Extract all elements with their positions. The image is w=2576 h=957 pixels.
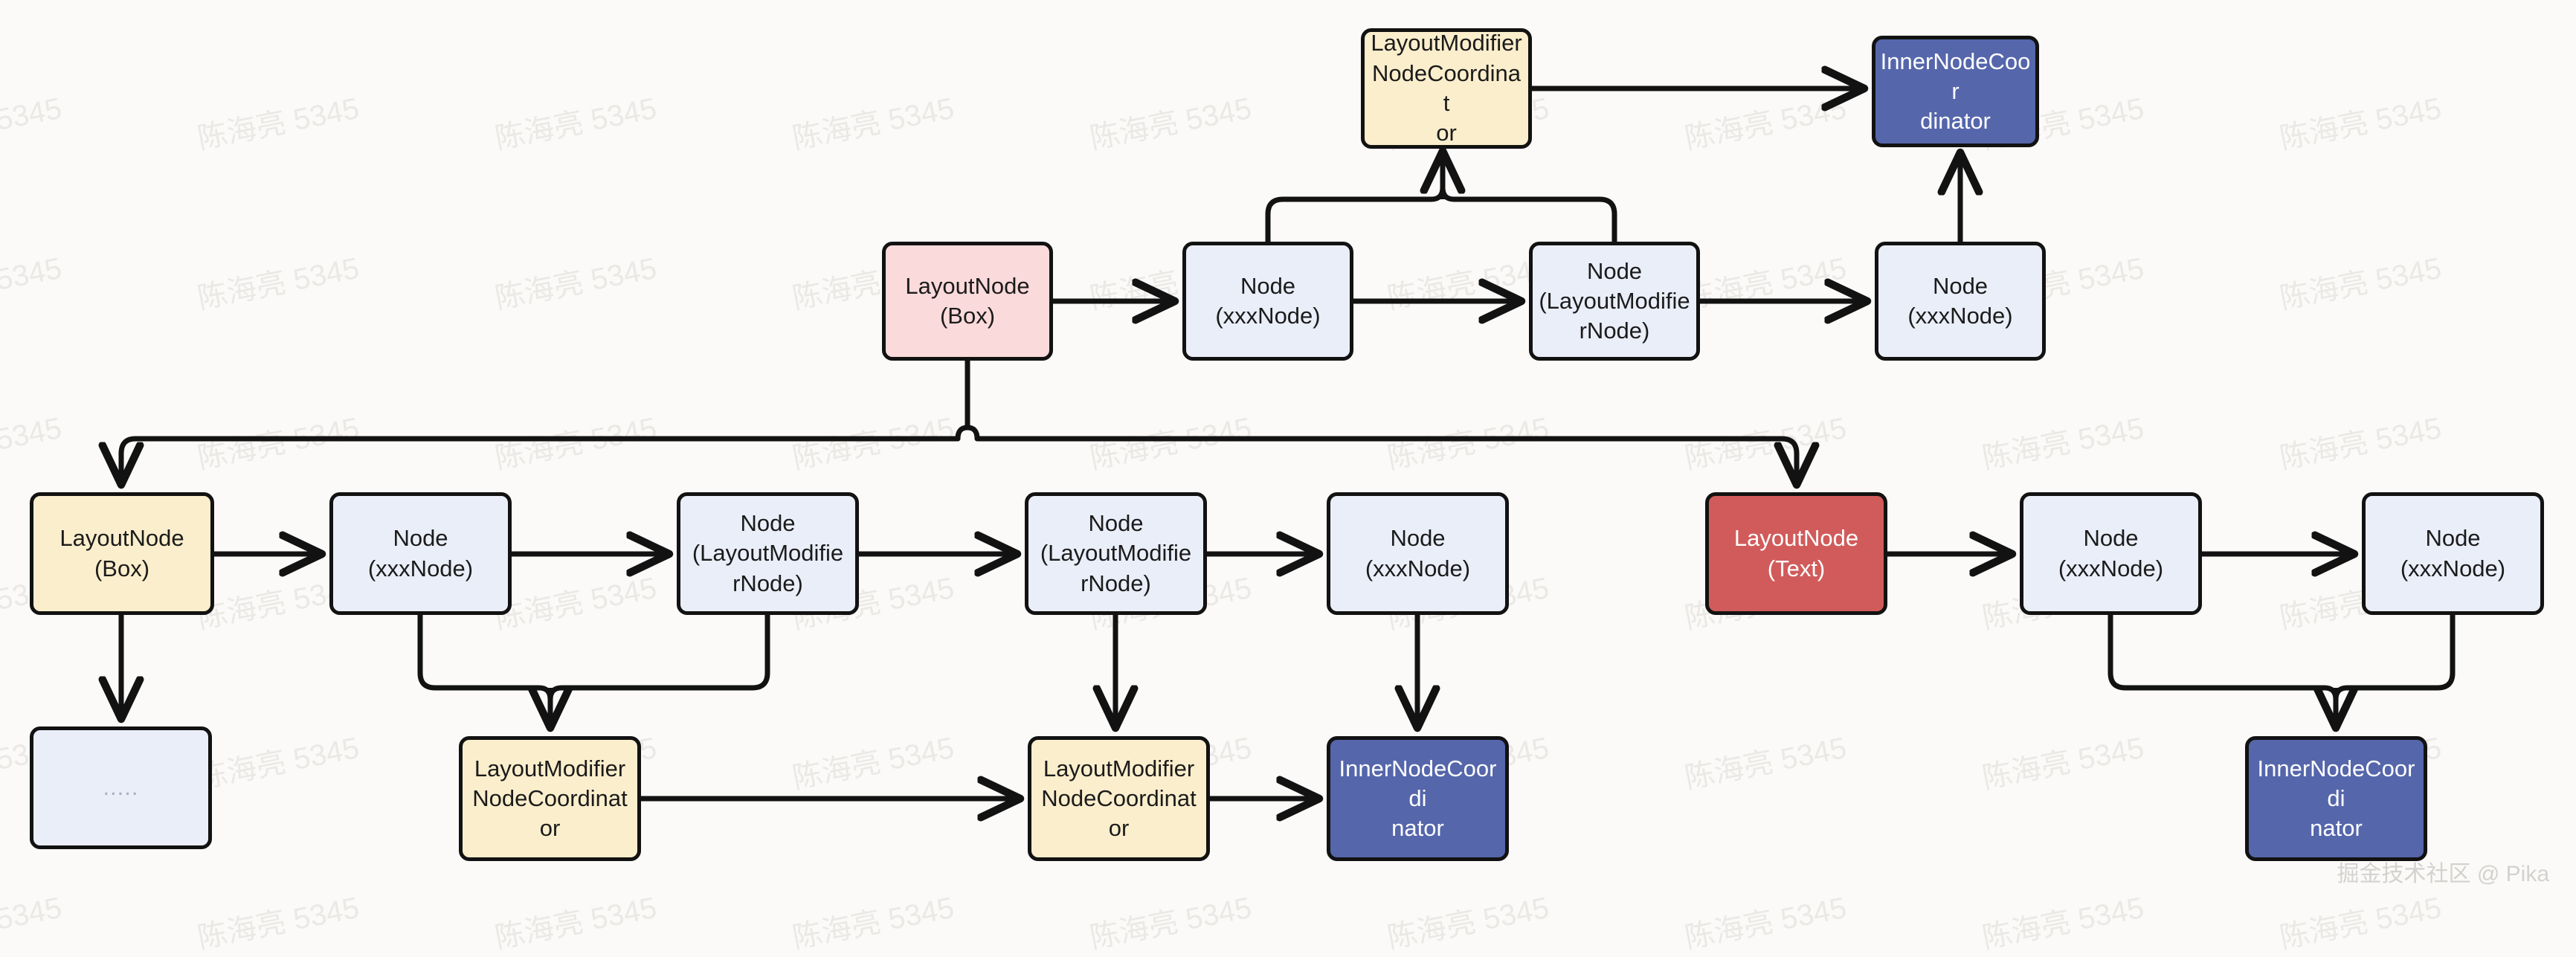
credit-watermark: 掘金技术社区 @ Pika bbox=[2337, 862, 2549, 886]
edge-merge-n13-leg bbox=[2108, 615, 2325, 691]
node-label: Node(xxxNode) bbox=[367, 525, 474, 581]
node-label: Node(xxxNode) bbox=[1907, 272, 2013, 329]
diagram-connectors bbox=[0, 0, 2456, 898]
node-xxxnode-r3-c[interactable]: Node(xxxNode) bbox=[2020, 492, 2202, 615]
node-label: Node(xxxNode) bbox=[2058, 525, 2164, 581]
node-xxxnode-r3-b[interactable]: Node(xxxNode) bbox=[1327, 492, 1509, 615]
edge-merge-n4n5-to-n1 bbox=[1265, 196, 1432, 242]
edge-bus-right bbox=[967, 425, 1797, 480]
node-xxxnode-r2-a[interactable]: Node(xxxNode) bbox=[1182, 242, 1353, 361]
node-label: LayoutNode(Box) bbox=[59, 525, 184, 581]
node-label: ..... bbox=[103, 774, 139, 801]
node-xxxnode-r3-d[interactable]: Node(xxxNode) bbox=[2362, 492, 2544, 615]
node-label: Node(xxxNode) bbox=[2400, 525, 2506, 581]
node-layoutnode-box-r3[interactable]: LayoutNode(Box) bbox=[30, 492, 214, 615]
node-label: Node(xxxNode) bbox=[1365, 525, 1471, 581]
node-layoutnode-text[interactable]: LayoutNode(Text) bbox=[1705, 492, 1887, 615]
edge-merge-junction-n16 bbox=[538, 685, 562, 703]
node-label: Node(xxxNode) bbox=[1215, 272, 1321, 329]
node-label: LayoutNode(Text) bbox=[1733, 525, 1859, 581]
edge-merge-junction-n19 bbox=[2324, 685, 2348, 703]
edge-merge-junction-n1 bbox=[1431, 184, 1455, 202]
edge-merge-n5-riser bbox=[1454, 196, 1617, 242]
node-layoutnode-box-root[interactable]: LayoutNode(Box) bbox=[882, 242, 1053, 361]
edge-bus-left bbox=[121, 425, 968, 480]
node-label: LayoutNode(Box) bbox=[905, 272, 1030, 329]
edge-merge-n8-leg bbox=[417, 615, 539, 691]
edge-merge-n14-leg bbox=[2347, 615, 2456, 691]
node-ellipsis[interactable]: ..... bbox=[30, 726, 212, 849]
node-xxxnode-r3-a[interactable]: Node(xxxNode) bbox=[329, 492, 512, 615]
edge-merge-n9-leg bbox=[561, 615, 770, 691]
node-xxxnode-r2-b[interactable]: Node(xxxNode) bbox=[1875, 242, 2046, 361]
